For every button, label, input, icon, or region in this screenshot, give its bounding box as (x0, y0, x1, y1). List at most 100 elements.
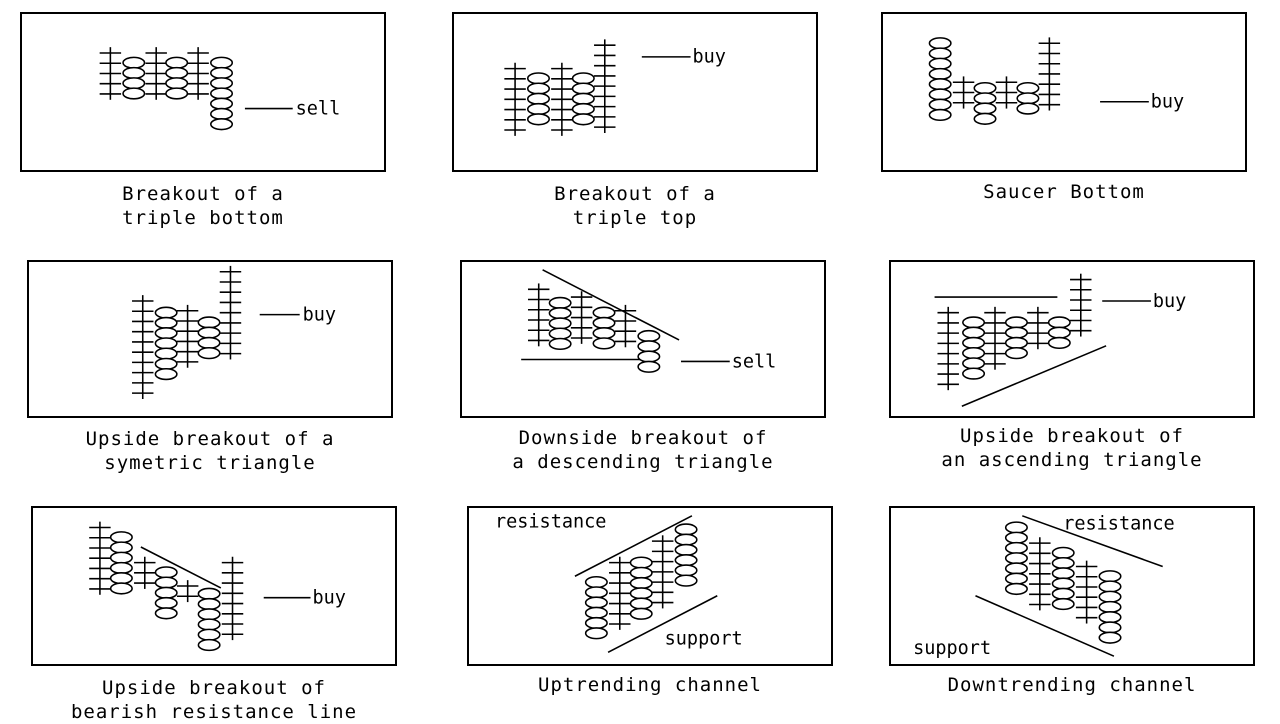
signal-label: buy (1153, 291, 1186, 312)
o-mark (571, 92, 595, 105)
o-mark (1004, 531, 1028, 544)
x-column (504, 62, 526, 136)
o-mark (1098, 590, 1122, 603)
o-mark (154, 306, 178, 319)
o-mark (154, 327, 178, 340)
o-mark (526, 72, 550, 85)
o-mark (571, 102, 595, 116)
o-mark (122, 66, 146, 80)
o-mark (1004, 521, 1028, 534)
o-mark (1004, 336, 1028, 350)
o-mark (210, 97, 234, 110)
o-mark (584, 616, 608, 630)
o-mark (210, 87, 234, 100)
o-mark (928, 78, 952, 91)
o-mark (962, 326, 986, 339)
panel-downtrending-channel: resistance support (889, 506, 1255, 666)
o-mark (962, 346, 986, 360)
o-mark (109, 582, 133, 595)
o-mark (629, 587, 653, 600)
o-mark (154, 566, 178, 579)
o-mark (629, 597, 653, 610)
caption-ascending-triangle: Upside breakout of an ascending triangle (941, 425, 1203, 471)
o-mark (629, 556, 653, 569)
x-column (1029, 537, 1051, 611)
o-mark (584, 596, 608, 609)
o-mark (1098, 600, 1122, 614)
signal-label: buy (1151, 92, 1184, 113)
resistance-line (574, 515, 693, 577)
panel-bearish-resistance: buy (31, 506, 397, 666)
o-mark (629, 576, 653, 590)
o-column (154, 306, 178, 381)
o-mark (1098, 621, 1122, 634)
o-mark (1004, 572, 1028, 585)
panel-triple-top: buy (452, 12, 818, 172)
pf-chart-descending-triangle: sell (521, 269, 776, 373)
o-mark (548, 337, 572, 351)
signal-label: buy (303, 304, 336, 325)
x-column (1075, 560, 1098, 624)
o-mark (592, 327, 616, 340)
x-column (937, 306, 959, 391)
o-mark (1016, 81, 1040, 95)
o-column (154, 566, 178, 620)
o-mark (197, 336, 221, 350)
x-column (995, 76, 1018, 109)
o-mark (571, 82, 595, 95)
o-column (197, 587, 221, 652)
o-mark (674, 543, 698, 557)
o-column (1047, 316, 1071, 350)
o-mark (210, 66, 234, 80)
o-mark (962, 336, 986, 350)
o-mark (928, 88, 952, 101)
o-mark (1004, 346, 1028, 360)
o-column (1004, 316, 1028, 360)
o-mark (584, 606, 608, 619)
o-mark (109, 572, 133, 585)
caption-symmetric-triangle: Upside breakout of a symetric triangle (85, 428, 335, 474)
caption-triple-bottom: Breakout of a triple bottom (122, 183, 284, 229)
o-mark (165, 77, 189, 90)
x-column (99, 47, 122, 100)
o-mark (571, 113, 595, 126)
o-mark (584, 627, 608, 640)
o-mark (154, 357, 178, 370)
o-mark (109, 531, 133, 544)
support-line (975, 595, 1115, 657)
caption-uptrending-channel: Uptrending channel (538, 674, 762, 696)
o-mark (674, 574, 698, 587)
x-column (594, 39, 616, 133)
pf-chart-ascending-triangle: buy (934, 273, 1186, 407)
panel-uptrending-channel: resistance support (467, 506, 833, 666)
x-column (145, 47, 167, 100)
o-mark (1004, 541, 1028, 555)
x-column (1070, 273, 1092, 337)
o-column (1004, 521, 1028, 596)
o-mark (973, 81, 997, 95)
o-mark (571, 72, 595, 85)
pf-chart-saucer-bottom: buy (928, 37, 1184, 125)
x-column (551, 62, 573, 136)
o-mark (1047, 336, 1071, 350)
x-column (132, 295, 154, 399)
caption-bearish-resistance: Upside breakout of bearish resistance li… (70, 677, 358, 723)
o-mark (962, 316, 986, 329)
pf-chart-triple-top: buy (504, 39, 726, 136)
support-label: support (913, 638, 991, 659)
o-mark (197, 597, 221, 611)
o-mark (526, 82, 550, 95)
o-mark (154, 586, 178, 599)
o-mark (584, 586, 608, 599)
o-column (548, 296, 572, 351)
o-mark (629, 566, 653, 579)
o-mark (154, 367, 178, 381)
panel-descending-triangle: sell (460, 260, 826, 418)
o-mark (592, 306, 616, 319)
o-column (1016, 81, 1040, 115)
signal-label: buy (312, 588, 345, 609)
o-mark (674, 523, 698, 536)
panel-triple-bottom: sell (20, 12, 386, 172)
o-mark (1098, 570, 1122, 583)
x-column (984, 306, 1006, 370)
